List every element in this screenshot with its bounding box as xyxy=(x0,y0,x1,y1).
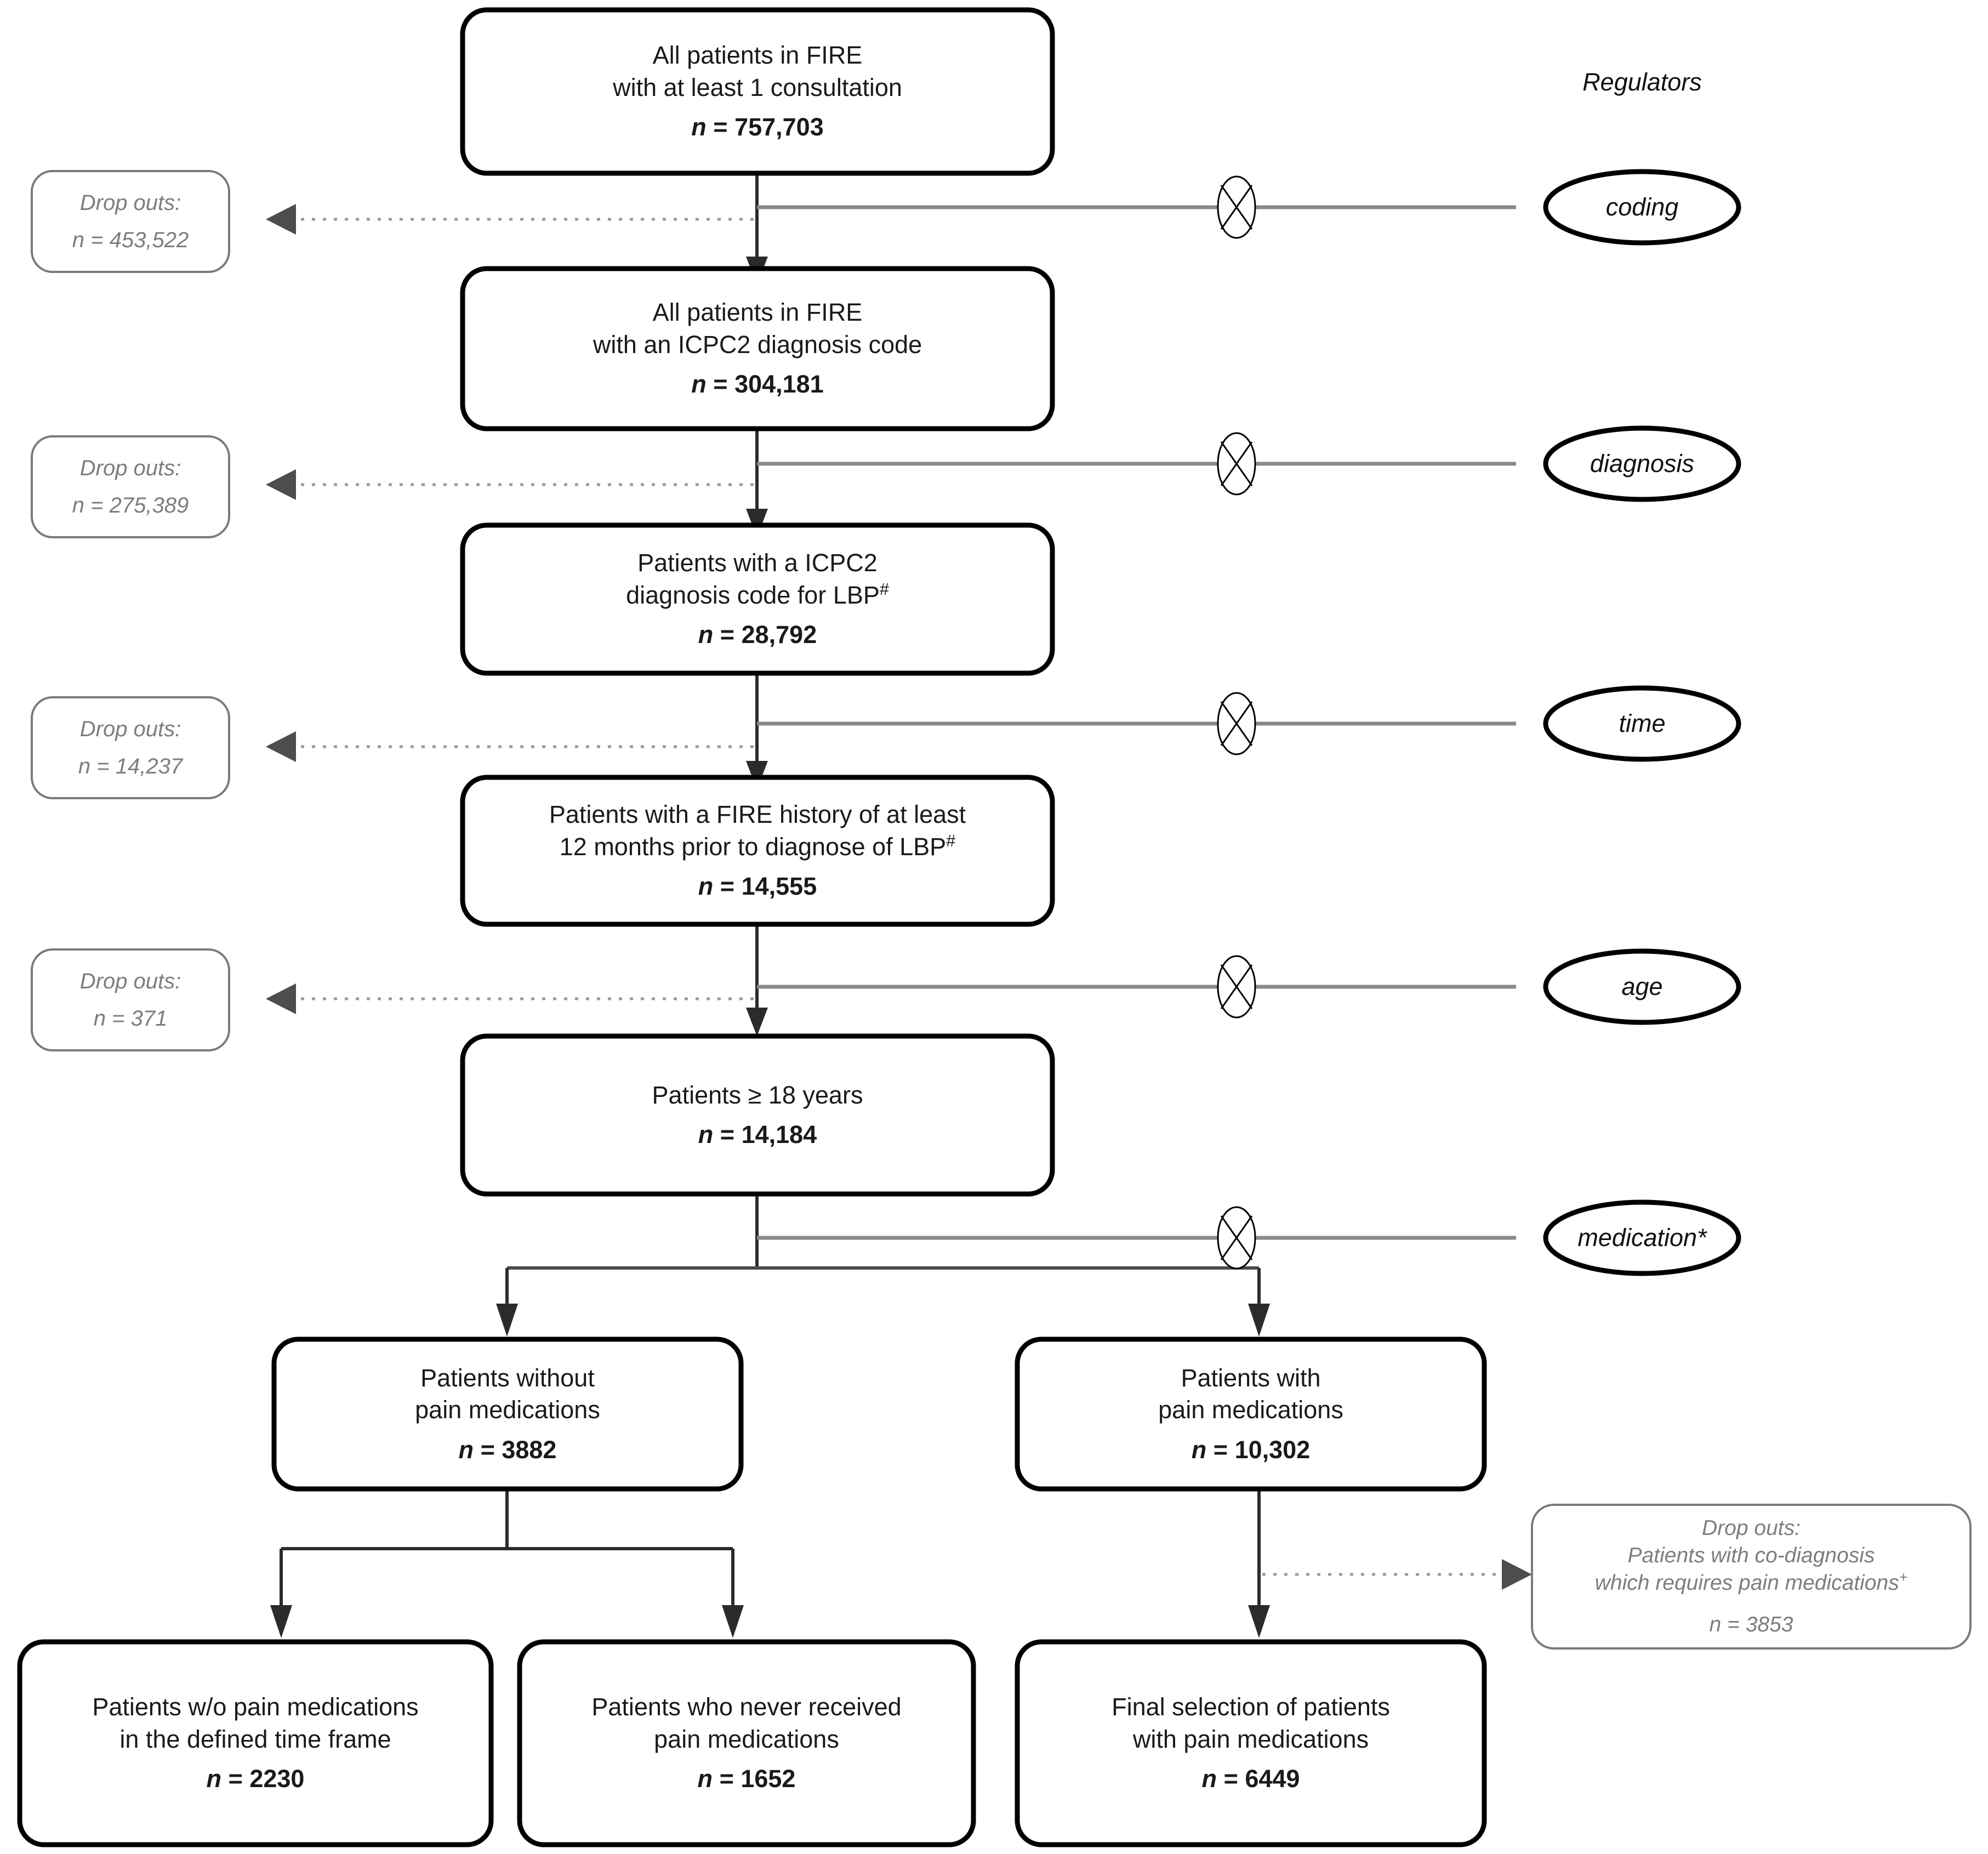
cross-circle-icon-coding xyxy=(1217,175,1256,239)
box-dropout-co-diagnosis[interactable] xyxy=(1531,1504,1972,1650)
connector-box5-branch xyxy=(496,1194,1270,1337)
ellipse-regulator-medication[interactable] xyxy=(1543,1199,1741,1276)
connector-without-branch xyxy=(270,1489,744,1638)
connector-box4-to-box5 xyxy=(746,924,768,1036)
ellipse-regulator-time[interactable] xyxy=(1543,685,1741,762)
ellipse-regulator-diagnosis[interactable] xyxy=(1543,425,1741,502)
box-patients-history-12-months[interactable] xyxy=(460,775,1055,927)
ellipse-regulator-age[interactable] xyxy=(1543,948,1741,1025)
ellipse-regulator-coding[interactable] xyxy=(1543,169,1741,246)
box-patients-wo-pain-meds-timeframe[interactable] xyxy=(17,1639,494,1847)
box-all-patients-icpc2[interactable] xyxy=(460,266,1055,431)
cross-circle-icon-medication xyxy=(1217,1206,1256,1270)
box-patients-lbp-code[interactable] xyxy=(460,522,1055,676)
dropout-arrow-time xyxy=(266,731,754,762)
box-patients-without-pain-meds[interactable] xyxy=(271,1337,744,1492)
cross-circle-icon-time xyxy=(1217,692,1256,755)
box-dropout-diagnosis[interactable] xyxy=(31,435,230,538)
dropout-arrow-coding xyxy=(266,204,754,235)
dropout-arrow-co-diagnosis xyxy=(1262,1559,1532,1590)
box-patients-18-years[interactable] xyxy=(460,1033,1055,1197)
box-dropout-time[interactable] xyxy=(31,696,230,799)
dropout-arrow-diagnosis xyxy=(266,469,754,500)
box-all-patients-consultation[interactable] xyxy=(460,7,1055,176)
cross-circle-icon-age xyxy=(1217,955,1256,1019)
box-patients-with-pain-meds[interactable] xyxy=(1015,1337,1487,1492)
connector-box3-to-box4 xyxy=(746,673,768,789)
box-dropout-age[interactable] xyxy=(31,948,230,1051)
box-final-selection[interactable] xyxy=(1015,1639,1487,1847)
box-patients-never-received[interactable] xyxy=(517,1639,976,1847)
dropout-arrow-age xyxy=(266,983,754,1014)
connector-box2-to-box3 xyxy=(746,429,768,537)
cross-circle-icon-diagnosis xyxy=(1217,432,1256,496)
connector-with-to-final xyxy=(1248,1489,1270,1638)
box-dropout-coding[interactable] xyxy=(31,170,230,273)
